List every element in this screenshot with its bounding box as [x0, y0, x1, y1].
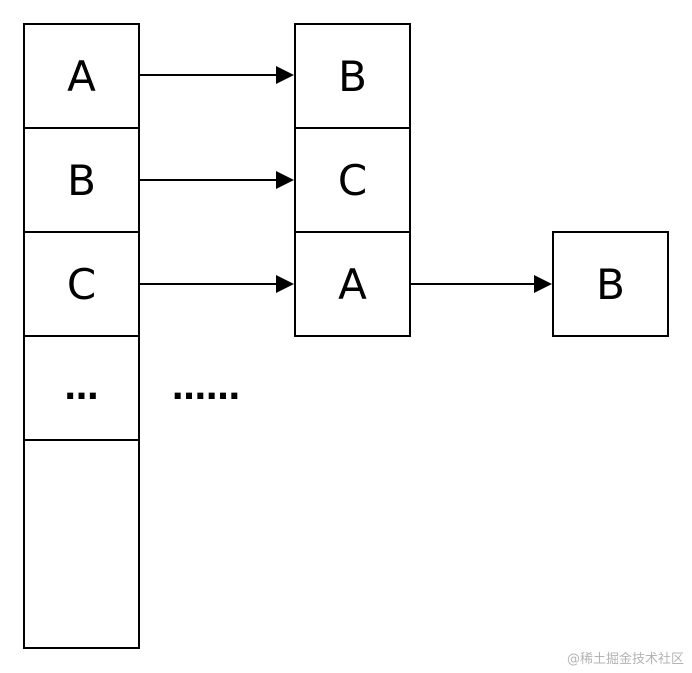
array-cell-label: C — [66, 259, 97, 309]
array-cell-4 — [23, 439, 140, 649]
arrow-row1 — [140, 66, 294, 84]
arrow-row3 — [140, 275, 294, 293]
array-cell-label: B — [67, 155, 96, 205]
array-cell-label: … — [64, 368, 99, 408]
middle-ellipsis: …… — [172, 368, 240, 408]
chain-node-row3-1: B — [552, 231, 669, 337]
chain-node-row3-0: A — [294, 231, 411, 337]
chain-node-row1-0: B — [294, 23, 411, 129]
chain-node-label: B — [596, 259, 625, 309]
chain-node-label: C — [337, 155, 368, 205]
arrow-row2 — [140, 171, 294, 189]
arrow-row3-second — [411, 275, 552, 293]
watermark: @稀土掘金技术社区 — [566, 652, 684, 667]
chain-node-label: B — [338, 51, 367, 101]
array-cell-2: C — [23, 231, 140, 337]
array-cell-label: A — [67, 51, 96, 101]
array-cell-0: A — [23, 23, 140, 129]
chain-node-label: A — [338, 259, 367, 309]
array-cell-3: … — [23, 335, 140, 441]
